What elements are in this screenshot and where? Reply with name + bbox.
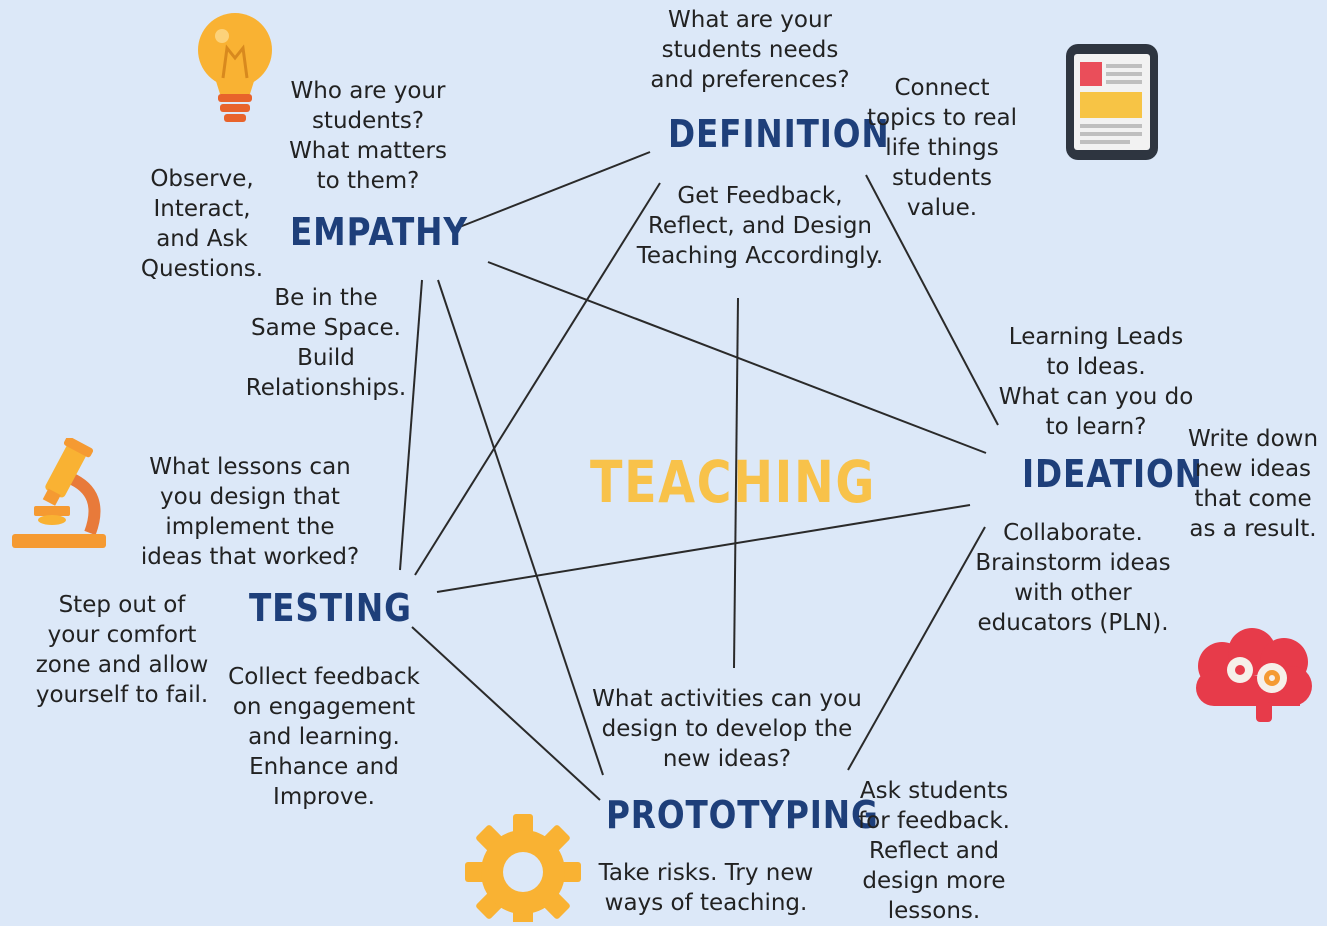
link-empathy-prototyping bbox=[437, 279, 604, 776]
note-what-lessons: What lessons can you design that impleme… bbox=[140, 454, 360, 570]
note-learning-leads: Learning Leads to Ideas. What can you do… bbox=[998, 324, 1194, 440]
note-step-out: Step out of your comfort zone and allow … bbox=[35, 592, 209, 708]
link-ideation-testing bbox=[436, 504, 971, 593]
note-needs-preferences: What are your students needs and prefere… bbox=[650, 7, 850, 93]
link-center-vertical bbox=[733, 297, 739, 669]
stage-prototyping-heading: PROTOTYPING bbox=[606, 793, 879, 837]
link-definition-ideation bbox=[865, 174, 999, 426]
stage-definition-heading: DEFINITION bbox=[668, 112, 890, 156]
stage-ideation-heading: IDEATION bbox=[1022, 452, 1203, 496]
note-same-space: Be in the Same Space. Build Relationship… bbox=[245, 285, 407, 401]
note-ask-students: Ask students for feedback. Reflect and d… bbox=[858, 778, 1010, 924]
note-observe: Observe, Interact, and Ask Questions. bbox=[140, 166, 264, 282]
lightbulb-icon bbox=[198, 13, 272, 122]
link-definition-testing bbox=[414, 182, 661, 576]
stage-testing-heading: TESTING bbox=[249, 586, 412, 630]
note-connect-topics: Connect topics to real life things stude… bbox=[866, 75, 1017, 221]
tablet-icon bbox=[1066, 44, 1158, 160]
note-who-are-students: Who are your students? What matters to t… bbox=[289, 78, 447, 194]
link-empathy-definition bbox=[456, 151, 651, 229]
center-teaching-label: TEACHING bbox=[590, 448, 877, 516]
note-collect-feedback: Collect feedback on engagement and learn… bbox=[228, 664, 420, 810]
note-what-activities: What activities can you design to develo… bbox=[592, 686, 862, 772]
link-ideation-prototyping bbox=[847, 526, 986, 771]
note-write-down: Write down new ideas that come as a resu… bbox=[1187, 426, 1319, 542]
gear-icon bbox=[465, 814, 581, 922]
link-empathy-testing bbox=[399, 279, 423, 571]
note-take-risks: Take risks. Try new ways of teaching. bbox=[598, 860, 814, 916]
note-get-feedback: Get Feedback, Reflect, and Design Teachi… bbox=[636, 183, 884, 269]
stage-empathy-heading: EMPATHY bbox=[290, 210, 468, 254]
note-collaborate: Collaborate. Brainstorm ideas with other… bbox=[975, 520, 1171, 636]
microscope-icon bbox=[12, 438, 106, 548]
brain-gears-icon bbox=[1196, 628, 1312, 722]
link-testing-prototyping bbox=[411, 626, 601, 801]
